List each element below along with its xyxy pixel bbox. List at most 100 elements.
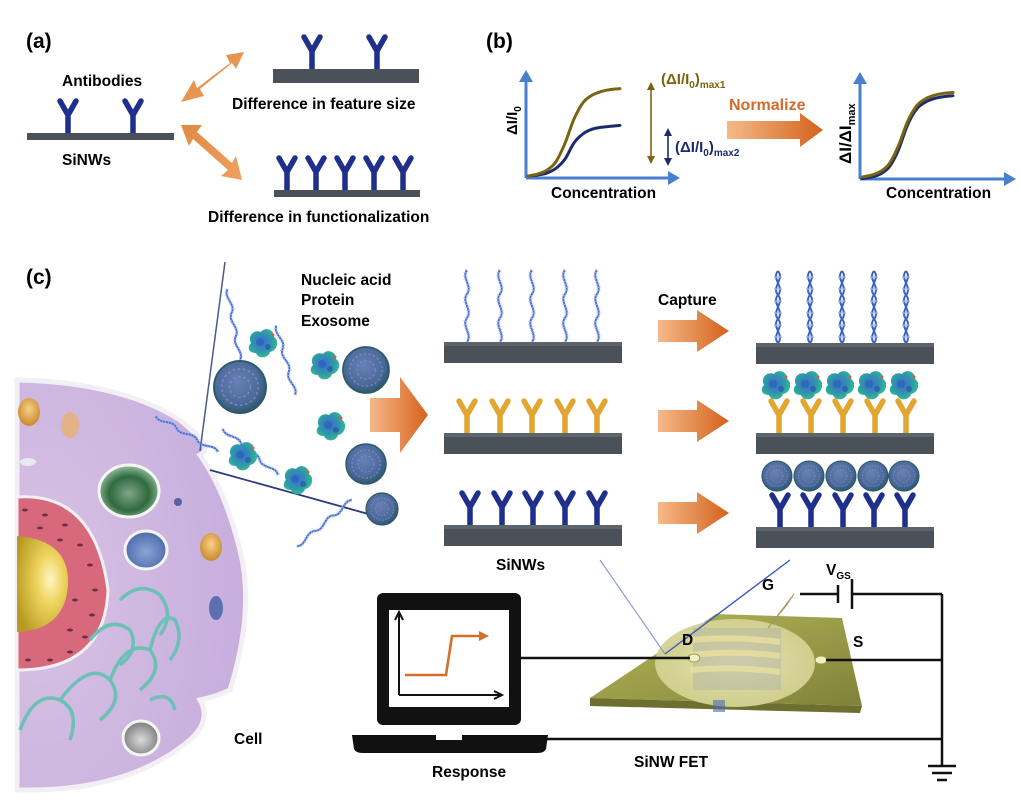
probe-strand-icon — [496, 268, 504, 344]
sinw-substrate — [756, 527, 934, 548]
protein-icon — [825, 371, 855, 400]
gray-vesicle — [121, 719, 161, 757]
response-step-arrow-icon — [479, 631, 489, 641]
right-x-label: Concentration — [886, 185, 991, 202]
double-helix-icon — [773, 270, 783, 344]
antibody-icon — [369, 37, 385, 69]
panel-b-label: (b) — [486, 30, 513, 53]
battery-icon — [836, 579, 854, 609]
nucleolus — [17, 536, 69, 632]
capture-arrow-icon — [658, 492, 729, 534]
capture-label: Capture — [658, 292, 717, 309]
biomarker-protein: Protein — [301, 292, 354, 309]
response-label: Response — [432, 764, 506, 781]
antibody-icon — [557, 493, 573, 525]
x-axis-arrow-icon — [1004, 172, 1016, 186]
antibody-icon — [304, 37, 320, 69]
normalize-arrow-icon — [727, 113, 823, 147]
gold-organelle — [18, 398, 40, 426]
sinw-substrate — [274, 190, 420, 197]
antibody-icon — [803, 495, 819, 527]
functionalization-label: Difference in functionalization — [208, 209, 429, 226]
antibody-icon — [835, 401, 851, 433]
y-axis-arrow-icon — [519, 70, 533, 82]
antibody-icon — [492, 401, 508, 433]
antibody-icon — [867, 401, 883, 433]
probe-row-protein-antibody — [444, 401, 622, 454]
sinw-substrate — [756, 343, 934, 364]
curve-normalized-2 — [860, 94, 955, 180]
sinws-label: SiNWs — [496, 557, 545, 574]
antibody-icon — [771, 401, 787, 433]
normalize-label: Normalize — [729, 97, 806, 114]
protein-icon — [316, 412, 346, 441]
terminal-g: G — [762, 577, 774, 594]
protein-icon — [283, 466, 313, 495]
normalized-response-chart: ΔI/ΔImax Concentration — [836, 72, 1016, 202]
antibody-icon — [803, 401, 819, 433]
source-pad — [814, 655, 828, 665]
probe-strand-icon — [593, 268, 601, 344]
max1-double-arrow-icon — [647, 82, 655, 164]
exosome-icon — [365, 492, 399, 526]
exosome-icon — [857, 460, 889, 492]
antibody-icon — [898, 401, 914, 433]
antibody-icon — [462, 493, 478, 525]
protein-icon — [857, 371, 887, 400]
response-plot-icon — [394, 609, 505, 700]
gate-electrode-icon — [767, 593, 795, 629]
antibody-icon — [524, 401, 540, 433]
antibody-icon — [589, 401, 605, 433]
left-x-label: Concentration — [551, 185, 656, 202]
zoom-line — [209, 469, 391, 521]
captured-row-exosome — [756, 460, 934, 548]
nucleic-acid-icon — [223, 286, 244, 363]
response-step-line — [405, 634, 481, 677]
green-vesicle — [97, 463, 161, 519]
vgs-label: VGS — [826, 562, 851, 582]
left-y-label: ΔI/I0 — [504, 106, 524, 135]
double-helix-icon — [837, 270, 847, 344]
max2-double-arrow-icon — [664, 128, 672, 166]
antibody-icon — [279, 158, 295, 190]
panel-c: (c) Cell — [14, 261, 956, 793]
antibody-icon — [308, 158, 324, 190]
biomarker-nucleic-acid: Nucleic acid — [301, 272, 391, 289]
sinw-fet-chip — [590, 593, 862, 713]
pore — [20, 458, 36, 466]
exosome-icon — [342, 346, 390, 394]
zoom-line — [728, 560, 790, 562]
sinw-substrate — [444, 342, 622, 363]
antibody-icon — [395, 158, 411, 190]
protein-icon — [761, 371, 791, 400]
gold-organelle — [61, 412, 79, 438]
captured-row-protein — [756, 371, 934, 454]
gold-organelle — [200, 533, 222, 561]
curve--i-i0-max1 — [526, 87, 622, 178]
double-helix-icon — [805, 270, 815, 344]
antibody-icon — [366, 158, 382, 190]
capture-arrow-icon — [658, 400, 729, 442]
x-axis-arrow-icon — [668, 171, 680, 185]
antibody-icon — [337, 158, 353, 190]
panel-a-label: (a) — [26, 30, 52, 53]
fet-label: SiNW FET — [634, 754, 709, 771]
exosome-icon — [793, 460, 825, 492]
antibody-icon — [835, 495, 851, 527]
sinws-label: SiNWs — [62, 152, 111, 169]
double-arrow-icon — [181, 52, 244, 102]
captured-row-nucleic-acid — [756, 270, 934, 364]
terminal-d: D — [682, 632, 693, 649]
antibody-icon — [494, 493, 510, 525]
right-y-label: ΔI/ΔImax — [836, 102, 858, 164]
protein-icon — [793, 371, 823, 400]
max1-label: (ΔI/I0)max1 — [661, 71, 726, 91]
panel-a: (a) Antibodies SiNWs Difference in featu… — [26, 30, 429, 226]
raw-response-chart: ΔI/I0 Concentration (ΔI/I0)max1 (ΔI/I0)m… — [504, 70, 740, 202]
curve--i-i0-max2 — [526, 123, 622, 178]
big-arrow-icon — [370, 377, 428, 453]
antibodies-label: Antibodies — [62, 73, 142, 90]
protein-icon — [310, 351, 340, 380]
nucleic-acid-icon — [272, 323, 299, 398]
